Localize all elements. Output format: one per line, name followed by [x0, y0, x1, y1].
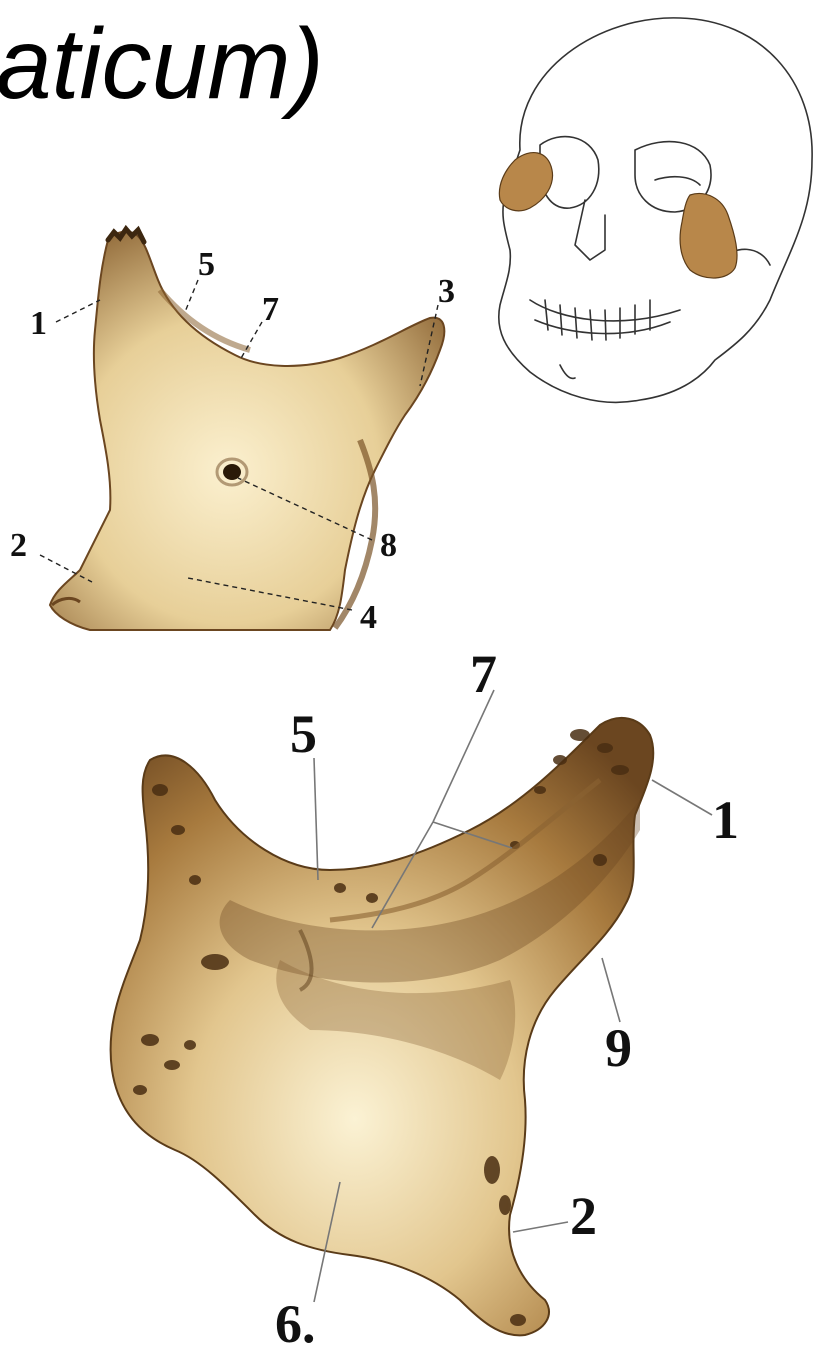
lower-label-6: 6.	[275, 1294, 316, 1354]
skull-illustration	[499, 18, 812, 402]
lower-label-2: 2	[570, 1186, 597, 1246]
bone-lateral-view	[50, 229, 444, 630]
lower-label-9: 9	[605, 1018, 632, 1078]
lower-label-7: 7	[470, 644, 497, 704]
upper-label-5: 5	[198, 246, 215, 283]
upper-label-1: 1	[30, 305, 47, 342]
upper-label-8: 8	[380, 527, 397, 564]
lower-label-5: 5	[290, 704, 317, 764]
skull-zygomatic-right	[680, 194, 737, 279]
upper-label-7: 7	[262, 291, 279, 328]
upper-label-3: 3	[438, 273, 455, 310]
upper-label-4: 4	[360, 599, 377, 636]
skull-zygomatic-left	[499, 153, 552, 211]
upper-label-2: 2	[10, 527, 27, 564]
lower-label-1: 1	[712, 790, 739, 850]
